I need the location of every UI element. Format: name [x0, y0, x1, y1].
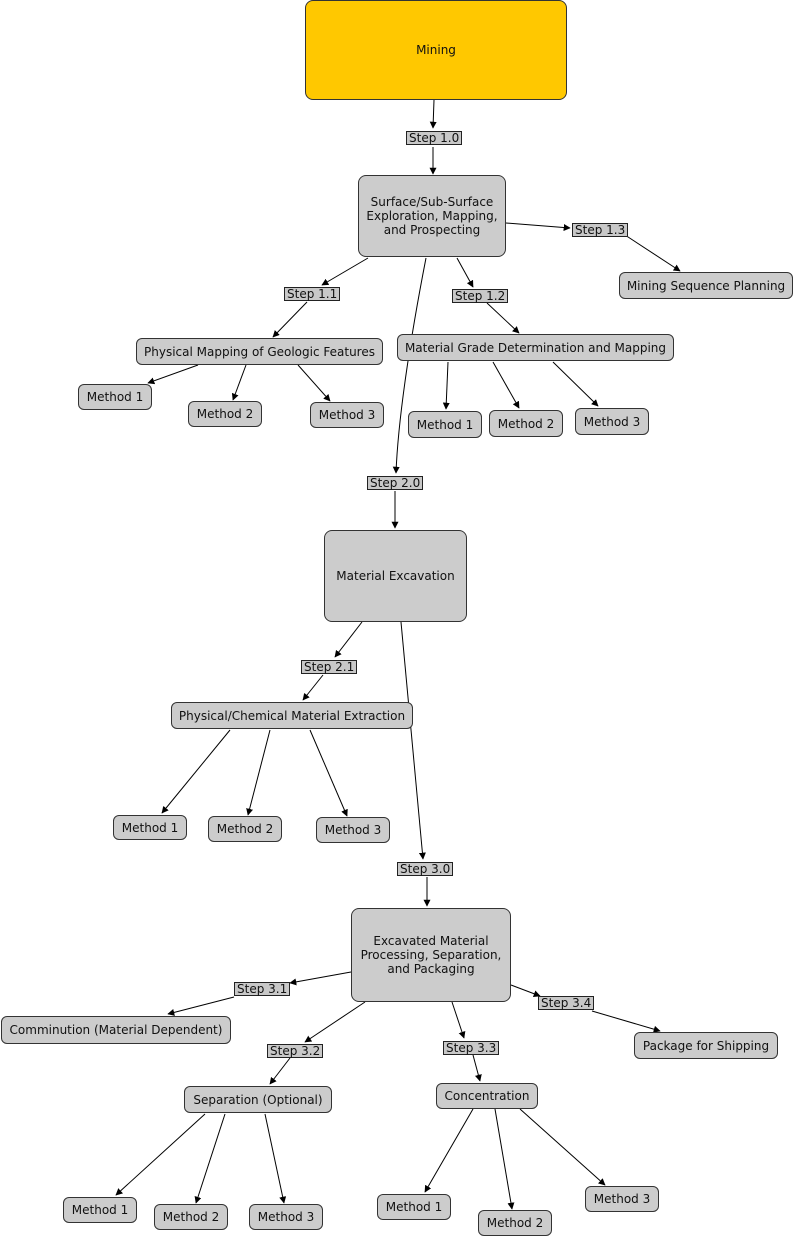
edge-processing-step3-1 [289, 971, 352, 986]
shipping-node[interactable]: Package for Shipping [634, 1032, 778, 1059]
edge-separation-method1 [115, 1113, 206, 1196]
edge-separation-method2 [194, 1113, 226, 1204]
sep-method3-node[interactable]: Method 3 [249, 1204, 323, 1230]
step-2-1-label: Step 2.1 [301, 660, 358, 674]
physical-mapping-node[interactable]: Physical Mapping of Geologic Features [136, 338, 383, 365]
grade-determination-node[interactable]: Material Grade Determination and Mapping [397, 334, 674, 361]
processing-node[interactable]: Excavated Material Processing, Separatio… [351, 908, 511, 1002]
step-2-0-label: Step 2.0 [367, 476, 424, 490]
edge-step3-1-comminution [167, 996, 235, 1016]
sequence-planning-node[interactable]: Mining Sequence Planning [619, 272, 793, 299]
step-1-1-label: Step 1.1 [284, 287, 341, 301]
step-3-2-label: Step 3.2 [267, 1044, 324, 1058]
edge-step1-1-physmap [272, 301, 308, 338]
edge-processing-step3-4 [510, 984, 541, 998]
gd-method2-node[interactable]: Method 2 [489, 410, 563, 437]
gd-method3-node[interactable]: Method 3 [575, 408, 649, 435]
edge-processing-step3-3 [451, 1001, 466, 1039]
edge-extraction-method1 [161, 729, 231, 814]
step-1-3-label: Step 1.3 [572, 223, 629, 237]
step-1-2-label: Step 1.2 [452, 289, 509, 303]
edge-processing-step3-2 [304, 1001, 366, 1043]
edge-concentration-method1 [424, 1108, 474, 1193]
edge-exploration-step1-2 [456, 257, 474, 288]
edge-extraction-method3 [309, 729, 348, 817]
pm-method2-node[interactable]: Method 2 [188, 401, 262, 427]
edge-exploration-step1-3 [505, 222, 571, 231]
extraction-node[interactable]: Physical/Chemical Material Extraction [171, 702, 413, 729]
edge-excavation-step3-0 [400, 621, 426, 860]
edge-concentration-method2 [494, 1108, 515, 1210]
edge-step3-2-separation [269, 1057, 291, 1085]
con-method2-node[interactable]: Method 2 [478, 1210, 552, 1236]
step-3-4-label: Step 3.4 [538, 996, 595, 1010]
exploration-node[interactable]: Surface/Sub-Surface Exploration, Mapping… [358, 175, 506, 257]
edge-mining-step1-0 [429, 99, 437, 129]
ex-method1-node[interactable]: Method 1 [113, 815, 187, 840]
concentration-node[interactable]: Concentration [436, 1083, 538, 1109]
edge-exploration-step1-1 [321, 257, 369, 286]
step-3-1-label: Step 3.1 [234, 982, 291, 996]
edge-exploration-step2-0 [392, 257, 427, 474]
pm-method1-node[interactable]: Method 1 [78, 384, 152, 410]
edge-step1-3-sequence [624, 234, 681, 272]
edge-separation-method3 [264, 1113, 287, 1204]
edge-step1-2-grade [486, 302, 520, 334]
edge-step2-1-extraction [302, 674, 324, 701]
mining-node[interactable]: Mining [305, 0, 567, 100]
edge-excavation-step2-1 [334, 621, 363, 658]
con-method3-node[interactable]: Method 3 [585, 1186, 659, 1212]
edge-concentration-method3 [519, 1108, 606, 1186]
separation-node[interactable]: Separation (Optional) [184, 1086, 332, 1113]
step-1-0-label: Step 1.0 [406, 131, 463, 145]
edge-grade-method3 [552, 361, 599, 407]
sep-method2-node[interactable]: Method 2 [154, 1204, 228, 1230]
con-method1-node[interactable]: Method 1 [377, 1194, 451, 1220]
edge-physmap-method1 [147, 364, 199, 385]
comminution-node[interactable]: Comminution (Material Dependent) [1, 1016, 231, 1044]
edge-physmap-method2 [231, 364, 247, 401]
step-3-0-label: Step 3.0 [397, 862, 454, 876]
ex-method2-node[interactable]: Method 2 [208, 816, 282, 842]
edge-step3-3-concentration [472, 1054, 482, 1082]
step-3-3-label: Step 3.3 [443, 1041, 500, 1055]
gd-method1-node[interactable]: Method 1 [408, 411, 482, 438]
edge-grade-method2 [492, 361, 520, 409]
pm-method3-node[interactable]: Method 3 [310, 402, 384, 428]
edge-extraction-method2 [246, 729, 271, 816]
excavation-node[interactable]: Material Excavation [324, 530, 467, 622]
ex-method3-node[interactable]: Method 3 [316, 817, 390, 843]
sep-method1-node[interactable]: Method 1 [63, 1197, 137, 1223]
edge-grade-method1 [442, 361, 450, 410]
edge-physmap-method3 [297, 364, 331, 402]
edge-step3-4-shipping [591, 1010, 661, 1033]
